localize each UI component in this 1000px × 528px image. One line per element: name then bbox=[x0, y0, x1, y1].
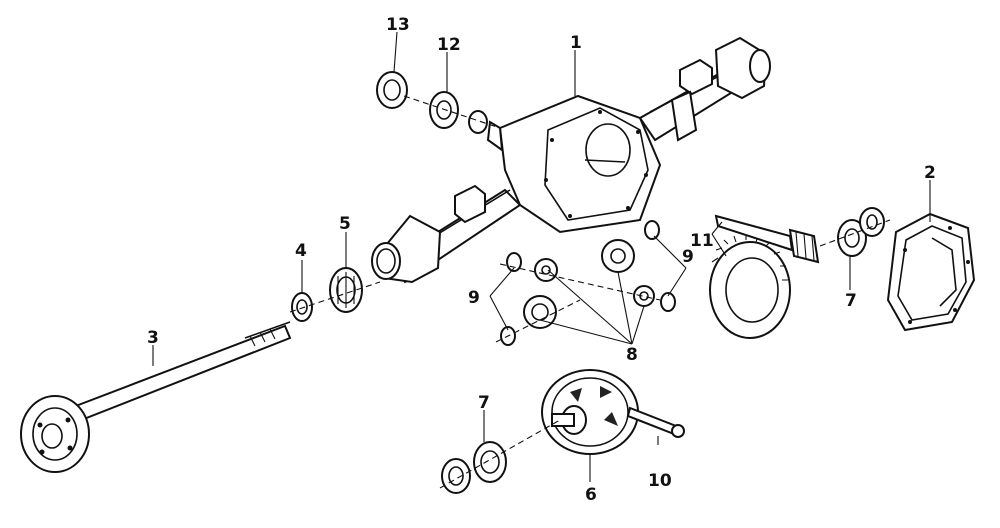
drive-pinion bbox=[714, 214, 820, 264]
callout-5: 5 bbox=[339, 214, 351, 234]
carrier-bearing-lower bbox=[441, 441, 507, 494]
callout-labels: 1 2 3 4 5 6 7 7 8 9 9 10 11 12 13 bbox=[147, 15, 936, 505]
pinion-gear-right bbox=[633, 285, 655, 307]
carrier-bearing-upper bbox=[837, 207, 885, 257]
pinion-bearing bbox=[429, 91, 488, 134]
axle-housing bbox=[371, 36, 771, 284]
callout-6: 6 bbox=[585, 485, 597, 505]
pinion-seal bbox=[376, 71, 408, 109]
callout-3: 3 bbox=[147, 328, 159, 348]
leader-lines bbox=[152, 31, 931, 482]
axle-seal bbox=[291, 292, 313, 322]
callout-8: 8 bbox=[626, 345, 638, 365]
side-gear-top bbox=[601, 239, 635, 273]
callout-10: 10 bbox=[648, 471, 672, 491]
callout-9b: 9 bbox=[682, 247, 694, 267]
callout-4: 4 bbox=[295, 241, 307, 261]
callout-9a: 9 bbox=[468, 288, 480, 308]
callout-13: 13 bbox=[386, 15, 410, 35]
ring-gear bbox=[709, 234, 791, 339]
callout-11: 11 bbox=[690, 231, 714, 251]
callout-7a: 7 bbox=[478, 393, 490, 413]
callout-1: 1 bbox=[570, 33, 582, 53]
callout-2: 2 bbox=[924, 163, 936, 183]
pinion-gear-top-left bbox=[534, 258, 558, 282]
differential-cover bbox=[886, 212, 976, 332]
cross-shaft bbox=[626, 406, 685, 438]
callout-7b: 7 bbox=[845, 291, 857, 311]
differential-case bbox=[541, 369, 639, 455]
callout-12: 12 bbox=[437, 35, 461, 55]
axle-shaft bbox=[20, 321, 292, 473]
